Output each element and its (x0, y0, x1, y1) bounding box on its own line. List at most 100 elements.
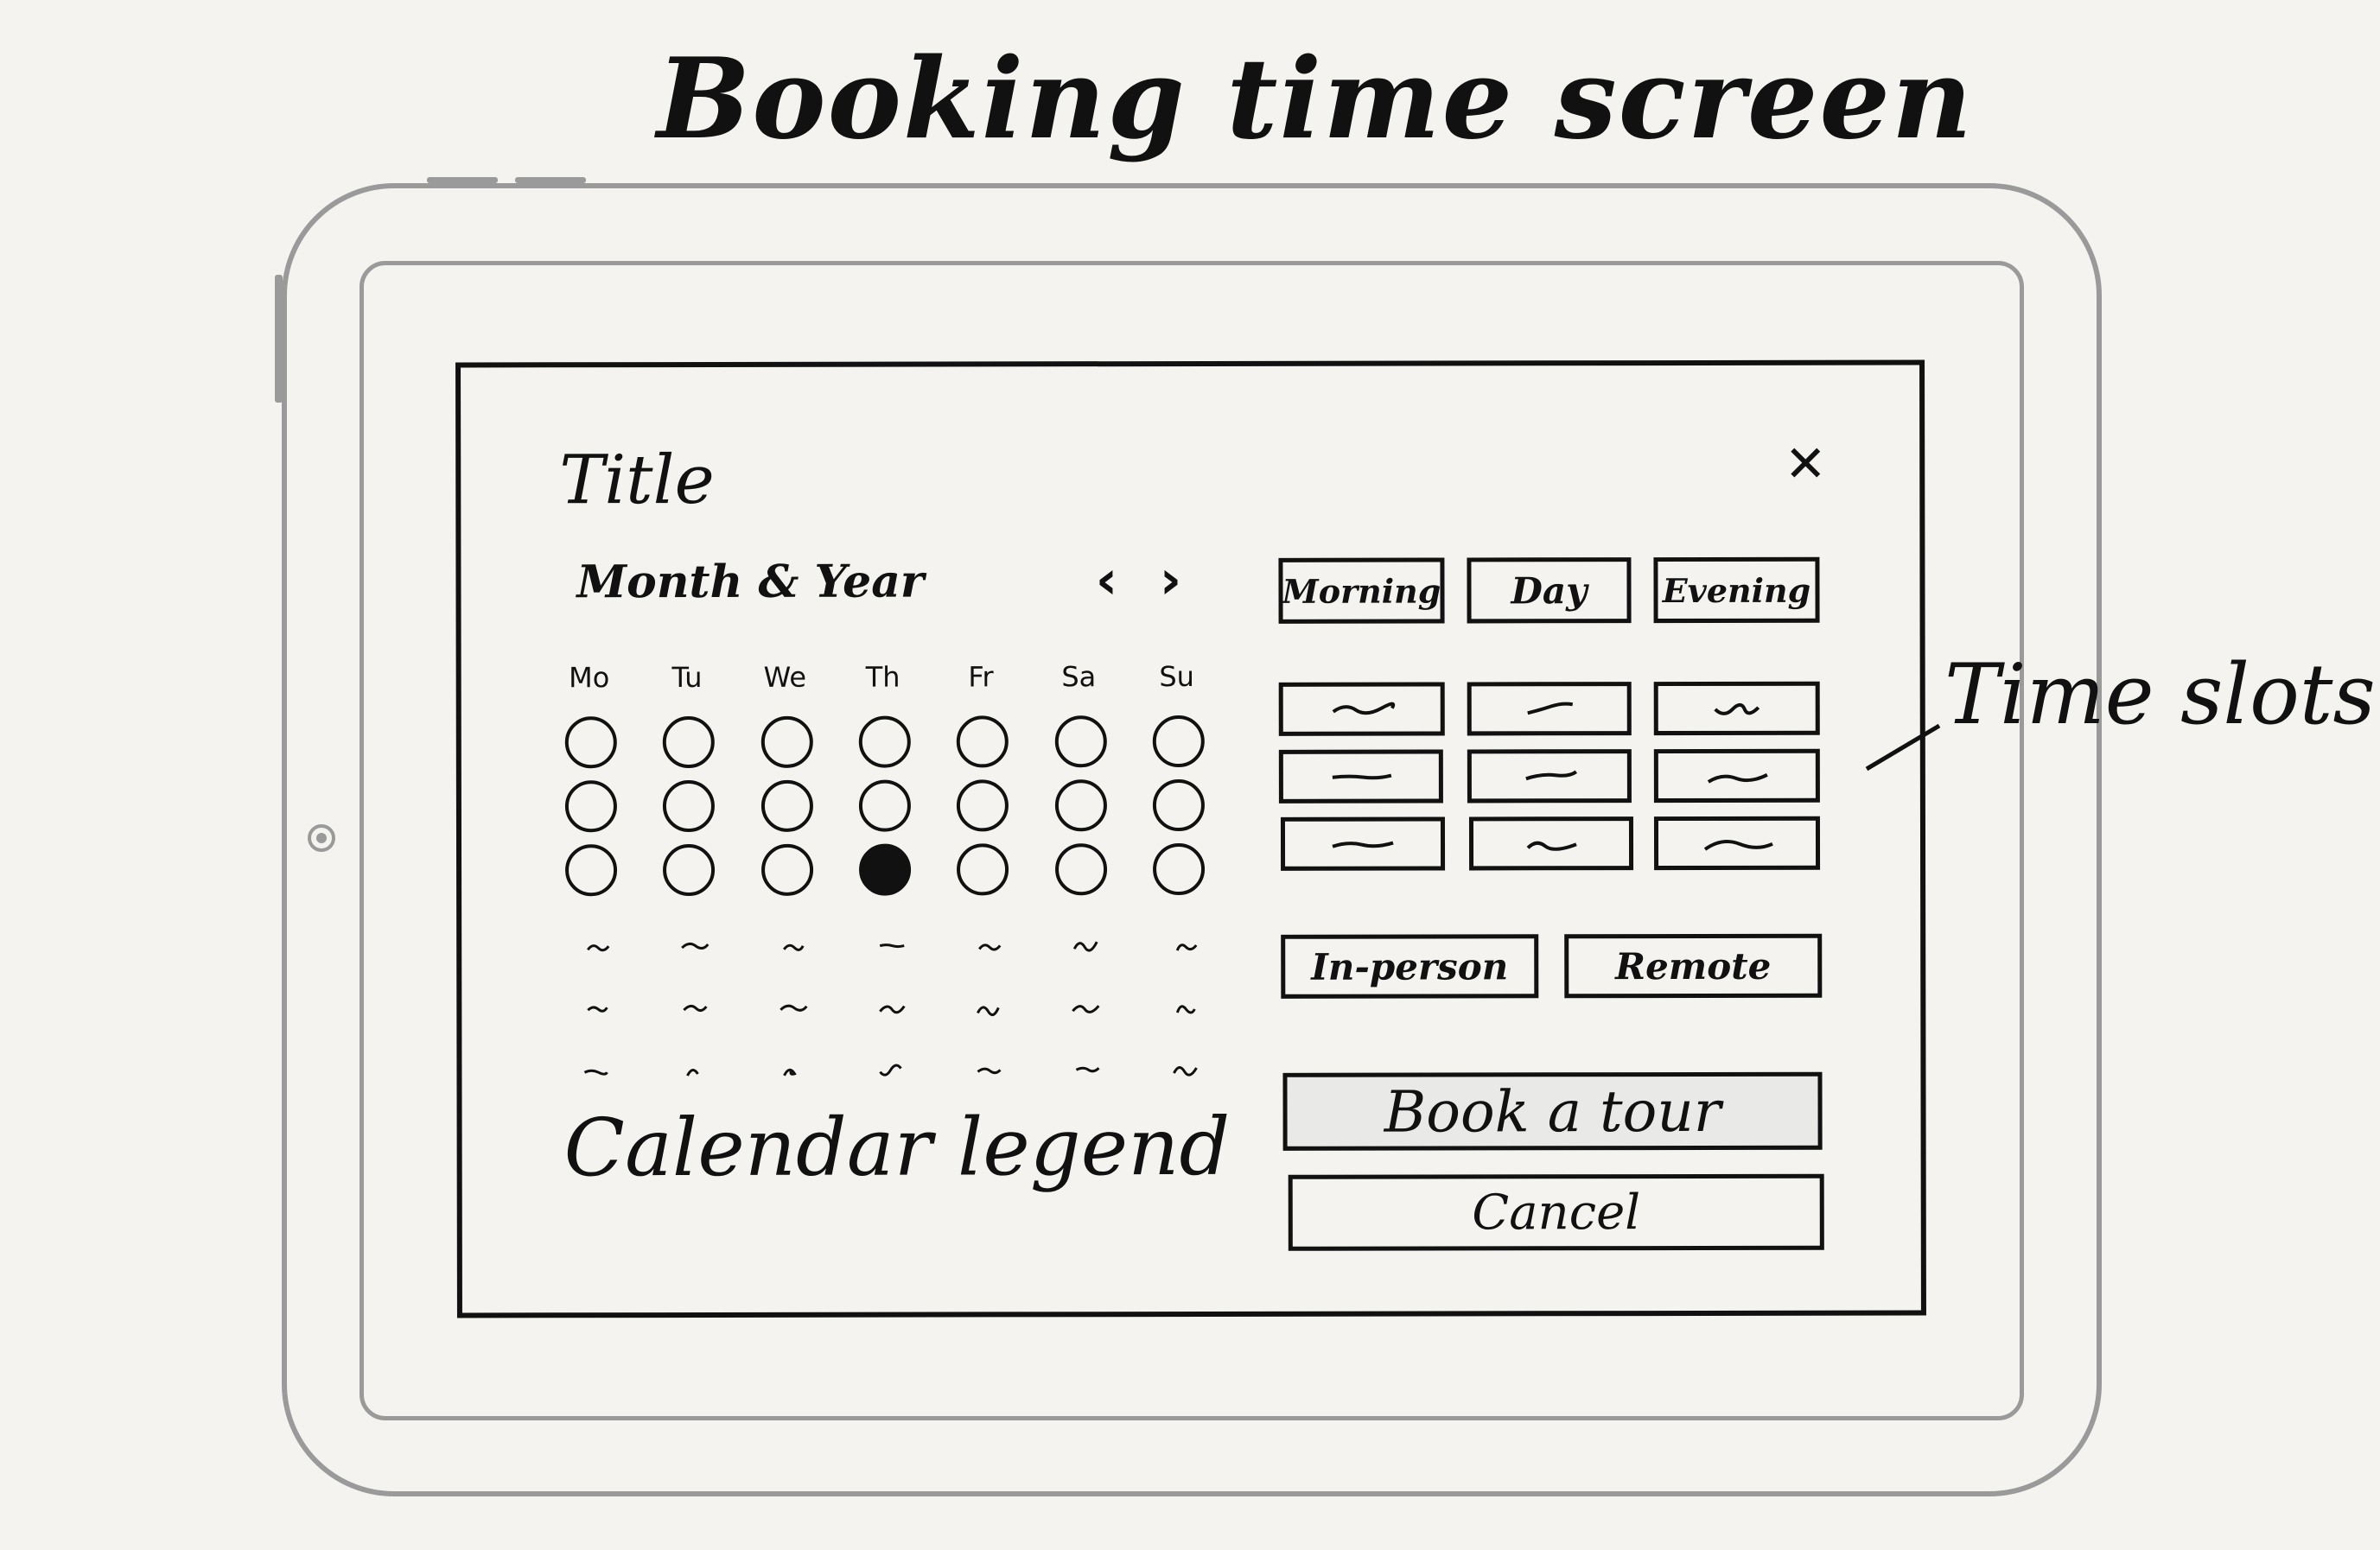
calendar-day[interactable] (663, 779, 716, 833)
chevron-left-icon[interactable]: ‹ (1095, 548, 1118, 612)
weekday-sa: Sa (1061, 660, 1097, 694)
squiggle-icon (1332, 702, 1396, 715)
weekday-mo: Mo (569, 661, 610, 695)
placeholder-row (563, 926, 1220, 989)
squiggle-icon (782, 943, 805, 951)
squiggle-icon (978, 943, 1002, 951)
cancel-button[interactable]: Cancel (1288, 1173, 1824, 1251)
home-camera-icon (308, 824, 335, 852)
calendar-day[interactable] (565, 844, 618, 897)
tab-day[interactable]: Day (1467, 557, 1632, 624)
calendar-day[interactable] (564, 780, 617, 833)
squiggle-icon (879, 1005, 906, 1014)
squiggle-icon (1175, 943, 1198, 951)
squiggle-icon (879, 943, 905, 949)
tablet-frame (282, 183, 2102, 1496)
tablet-top-button-2 (515, 177, 586, 183)
squiggle-icon (681, 942, 710, 950)
calendar-day[interactable] (663, 843, 716, 897)
calendar-day[interactable] (1054, 715, 1107, 768)
time-slot[interactable] (1278, 682, 1445, 736)
time-slot[interactable] (1653, 748, 1820, 804)
calendar-day-selected[interactable] (858, 843, 912, 896)
calendar-day[interactable] (1054, 843, 1107, 896)
calendar-day[interactable] (564, 716, 617, 769)
weekday-su: Su (1159, 659, 1194, 694)
tablet-side-button (275, 275, 283, 403)
weekday-tu: Tu (671, 660, 703, 695)
dialog-title: Title (559, 441, 715, 520)
squiggle-icon (587, 944, 610, 952)
in-person-toggle[interactable]: In-person (1281, 934, 1539, 999)
calendar-day[interactable] (663, 715, 716, 769)
sheet-title: Booking time screen (657, 35, 1974, 164)
time-slot[interactable] (1653, 816, 1821, 871)
tab-morning-label: Morning (1282, 570, 1441, 611)
remote-label: Remote (1615, 944, 1772, 988)
book-a-tour-button[interactable]: Book a tour (1282, 1071, 1823, 1151)
annotation-pointer-line (1865, 723, 1941, 772)
time-slot[interactable] (1467, 682, 1632, 736)
squiggle-icon (1071, 1005, 1100, 1013)
time-slot[interactable] (1278, 749, 1443, 804)
weekday-we: We (763, 660, 807, 694)
cancel-label: Cancel (1472, 1184, 1641, 1241)
time-slot[interactable] (1467, 749, 1632, 804)
calendar-day[interactable] (1152, 778, 1205, 832)
time-slot[interactable] (1468, 816, 1634, 871)
squiggle-icon (686, 1069, 700, 1077)
calendar-day[interactable] (957, 843, 1009, 896)
weekday-header: Mo Tu We Th Fr Sa Su (555, 660, 1212, 694)
time-slot[interactable] (1653, 681, 1820, 736)
squiggle-icon (1707, 773, 1768, 784)
tablet-top-button-1 (427, 177, 498, 183)
placeholder-row (563, 1051, 1220, 1114)
calendar-day[interactable] (1152, 715, 1205, 768)
tab-day-label: Day (1511, 569, 1588, 612)
booking-dialog: Title ✕ Month & Year ‹ › Mo Tu We Th Fr … (455, 359, 1926, 1318)
tab-evening-label: Evening (1662, 570, 1811, 610)
squiggle-icon (1075, 1066, 1100, 1073)
weekday-fr: Fr (968, 660, 994, 694)
squiggle-icon (1703, 840, 1773, 851)
squiggle-icon (1175, 1005, 1196, 1014)
calendar-week-row (564, 715, 1205, 769)
squiggle-icon (879, 1064, 902, 1077)
calendar-day[interactable] (957, 779, 1009, 832)
squiggle-icon (1173, 1066, 1198, 1077)
calendar-day[interactable] (957, 715, 1009, 768)
squiggle-icon (1527, 702, 1574, 715)
book-a-tour-label: Book a tour (1384, 1077, 1721, 1146)
calendar-week-row (565, 842, 1206, 897)
calendar-placeholder-rows (563, 926, 1220, 1114)
weekday-th: Th (865, 660, 900, 694)
placeholder-row (563, 988, 1220, 1051)
time-slots-annotation: Time slots (1944, 646, 2376, 743)
squiggle-icon (1072, 941, 1098, 952)
squiggle-icon (583, 1069, 608, 1076)
squiggle-icon (977, 1067, 1002, 1075)
squiggle-icon (1714, 702, 1760, 715)
squiggle-icon (779, 1004, 808, 1012)
calendar-grid (564, 715, 1206, 908)
time-slot[interactable] (1280, 816, 1446, 871)
calendar-day[interactable] (858, 715, 911, 768)
squiggle-icon (1526, 841, 1577, 851)
close-icon[interactable]: ✕ (1784, 434, 1827, 493)
calendar-day[interactable] (760, 843, 813, 896)
calendar-day[interactable] (858, 779, 911, 832)
squiggle-icon (977, 1006, 1001, 1017)
chevron-right-icon[interactable]: › (1159, 548, 1182, 612)
calendar-day[interactable] (760, 715, 813, 768)
calendar-day[interactable] (760, 779, 813, 832)
squiggle-icon (1332, 773, 1392, 780)
calendar-day[interactable] (1054, 779, 1107, 832)
remote-toggle[interactable]: Remote (1564, 933, 1823, 999)
squiggle-icon (587, 1006, 608, 1013)
tab-morning[interactable]: Morning (1278, 557, 1445, 624)
tablet-screen (360, 261, 2024, 1420)
calendar-week-row (564, 778, 1205, 833)
tab-evening[interactable]: Evening (1653, 556, 1820, 624)
calendar-day[interactable] (1152, 842, 1206, 896)
month-year-label: Month & Year (576, 555, 925, 609)
